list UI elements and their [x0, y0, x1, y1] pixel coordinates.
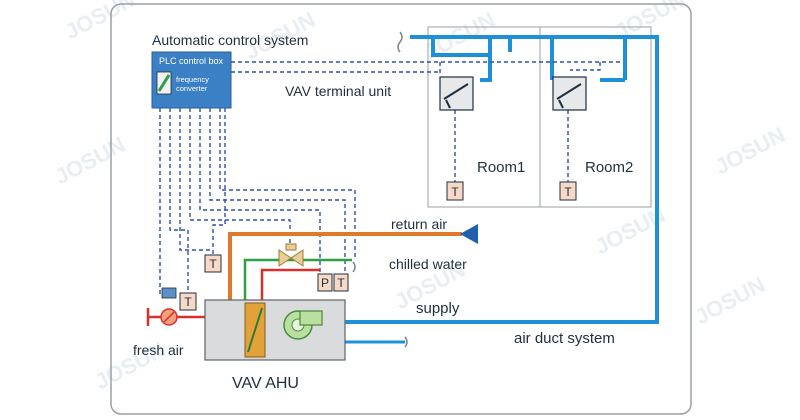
supply-fan-icon: [283, 310, 323, 340]
svg-text:T: T: [564, 185, 572, 199]
plc-box-title: PLC control box: [159, 56, 224, 66]
vav-terminal-unit-1: [439, 76, 474, 111]
room1-temp-sensor: T: [446, 181, 464, 201]
return-air-label: return air: [391, 216, 447, 232]
return-air-duct: [228, 232, 462, 300]
fresh-air-label: fresh air: [133, 342, 184, 358]
watermark: JOSUN: [51, 132, 130, 190]
vav-terminal-unit-label: VAV terminal unit: [285, 83, 391, 99]
svg-text:T: T: [184, 295, 192, 309]
room2-label: Room2: [585, 159, 633, 176]
chilled-water-label: chilled water: [389, 256, 467, 272]
fresh-air-temp-sensor: T: [179, 292, 197, 311]
watermark: JOSUN: [691, 272, 770, 330]
converter-label-line1: frequency: [176, 75, 209, 84]
water-temp-sensor: T: [333, 273, 349, 292]
supply-duct: [345, 37, 659, 324]
supply-label: supply: [416, 300, 460, 317]
page-title: Automatic control system: [152, 32, 308, 48]
svg-text:T: T: [209, 257, 217, 271]
fresh-air-damper-icon: [146, 287, 205, 326]
pressure-sensor: P: [317, 273, 333, 292]
plc-control-box: PLC control box frequency converter: [151, 51, 232, 109]
svg-text:T: T: [451, 185, 459, 199]
duct-break-marks: [352, 31, 408, 348]
svg-text:P: P: [321, 276, 329, 290]
control-signal-lines: [159, 61, 620, 295]
air-duct-system-label: air duct system: [514, 330, 615, 347]
vav-ahu-label: VAV AHU: [232, 375, 299, 392]
watermark: JOSUN: [711, 122, 790, 180]
room2-temp-sensor: T: [559, 181, 577, 201]
chilled-water-pipes: [243, 258, 352, 300]
converter-label-line2: converter: [176, 84, 208, 93]
return-air-temp-sensor: T: [204, 254, 222, 273]
watermark: JOSUN: [61, 0, 140, 44]
svg-text:T: T: [337, 276, 345, 290]
outer-frame: [110, 3, 692, 415]
room1-label: Room1: [477, 159, 525, 176]
return-air-arrow-icon: [460, 224, 478, 244]
converter-icon: [157, 74, 171, 92]
chilled-water-valve-icon: [278, 243, 304, 267]
ahu-body: [204, 299, 346, 361]
vav-ahu-unit: [204, 299, 346, 361]
vav-terminal-unit-2: [552, 76, 587, 111]
